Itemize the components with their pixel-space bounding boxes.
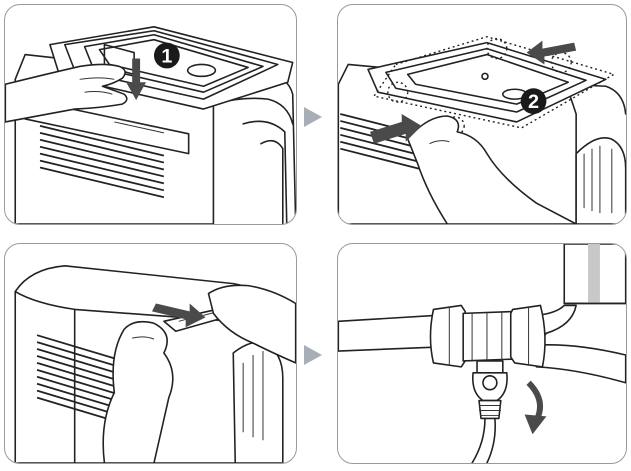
panel-step-3 bbox=[4, 243, 297, 464]
push-down-arrow bbox=[126, 58, 147, 101]
illustration-step-2: 2 bbox=[338, 35, 626, 224]
svg-text:2: 2 bbox=[528, 91, 539, 113]
illustration-step-3 bbox=[14, 265, 296, 463]
panel-step-1: 1 bbox=[4, 4, 297, 225]
next-step-arrow bbox=[303, 106, 323, 128]
step-2-badge: 2 bbox=[520, 88, 547, 115]
panel-step-4 bbox=[337, 243, 627, 464]
illustration-step-4 bbox=[338, 244, 626, 463]
step-1-badge: 1 bbox=[153, 42, 180, 69]
panel-step-2: 2 bbox=[337, 4, 627, 225]
slide-arrow bbox=[370, 40, 577, 144]
illustration-step-1: 1 bbox=[5, 26, 296, 224]
rotate-arrow bbox=[524, 380, 547, 435]
svg-text:1: 1 bbox=[161, 45, 172, 67]
vent-slots bbox=[39, 125, 165, 199]
slide-arrow bbox=[151, 303, 206, 328]
next-step-arrow bbox=[303, 344, 323, 366]
